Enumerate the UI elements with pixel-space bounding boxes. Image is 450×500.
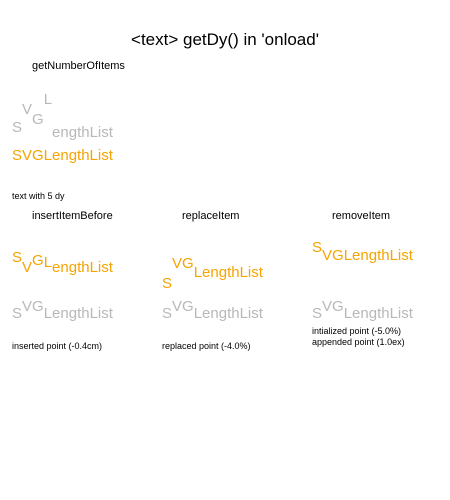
get-number-caption: text with 5 dy: [12, 191, 65, 201]
remove-caption-line-2: appended point (1.0ex): [312, 337, 405, 347]
replace-item-heading: replaceItem: [182, 210, 239, 222]
replace-orange-text: SVGLengthList: [162, 255, 264, 292]
page-title: <text> getDy() in 'onload': [131, 30, 319, 49]
remove-orange-text: SVGLengthList: [312, 239, 414, 264]
remove-gray-text: SVGLengthList: [312, 298, 414, 322]
insert-orange-text: SVGLengthList: [12, 249, 114, 276]
get-number-orange-text: SVGLengthList: [12, 147, 114, 164]
remove-caption-line-1: intialized point (-5.0%): [312, 326, 401, 336]
insert-caption: inserted point (-0.4cm): [12, 341, 102, 351]
insert-gray-text: SVGLengthList: [12, 298, 114, 322]
get-number-gray-text: SVGLengthList: [12, 91, 114, 141]
replace-caption: replaced point (-4.0%): [162, 341, 251, 351]
get-number-of-items-heading: getNumberOfItems: [32, 60, 125, 72]
replace-gray-text: SVGLengthList: [162, 298, 264, 322]
remove-item-heading: removeItem: [332, 210, 390, 222]
insert-item-before-heading: insertItemBefore: [32, 210, 113, 222]
